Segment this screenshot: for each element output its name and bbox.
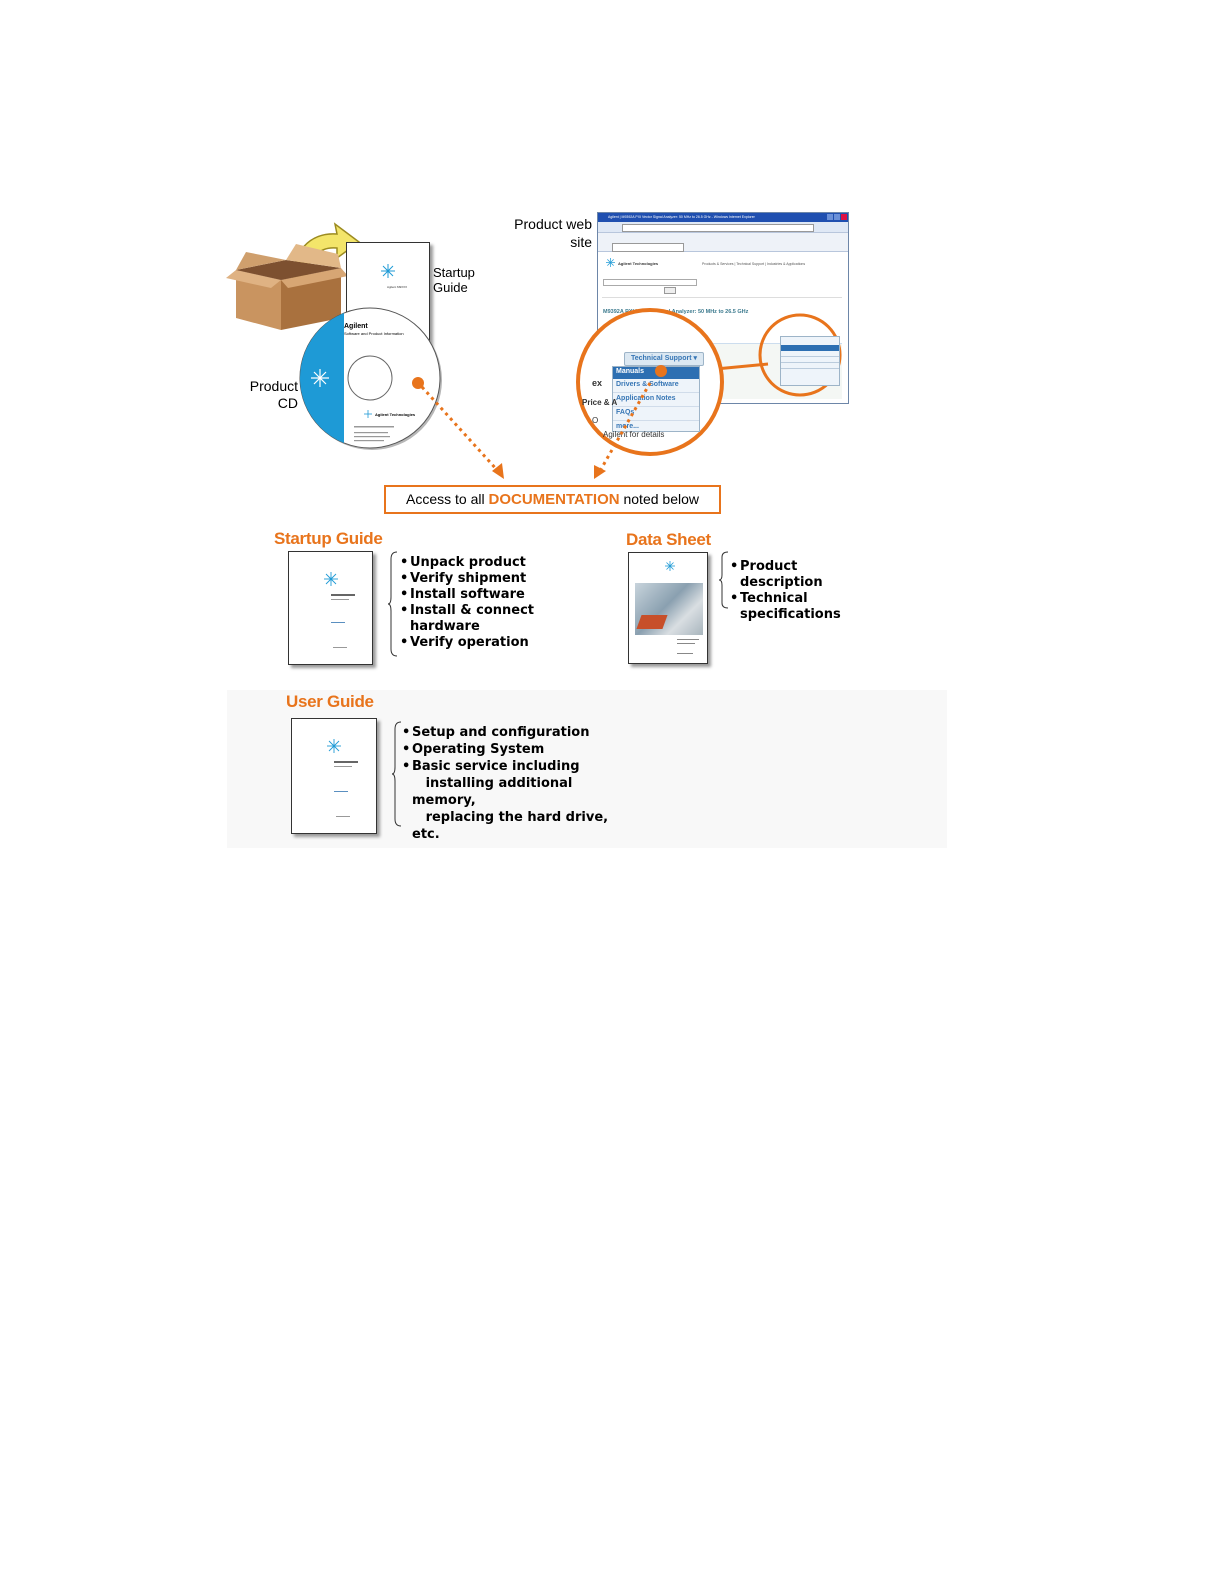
brace-icon xyxy=(388,551,398,657)
startup-guide-list: Unpack product Verify shipment Install s… xyxy=(400,555,540,651)
user-guide-doc xyxy=(291,718,377,834)
brace-icon xyxy=(392,721,402,827)
access-prefix: Access to all xyxy=(406,491,489,507)
browser-title: Agilent | M9392A PXI Vector Signal Analy… xyxy=(608,215,755,219)
startup-guide-doc xyxy=(288,551,373,665)
bullet: Operating System xyxy=(402,741,622,758)
site-go-button[interactable] xyxy=(664,287,676,294)
menu-item-app-notes[interactable]: Application Notes xyxy=(613,393,699,407)
cd-brand: Agilent xyxy=(344,323,368,330)
user-guide-title: User Guide xyxy=(286,692,374,711)
bullet: Verify operation xyxy=(400,635,540,651)
startup-guide-title: Startup Guide xyxy=(274,529,383,548)
brace-icon xyxy=(719,551,729,609)
access-box: Access to all DOCUMENTATION noted below xyxy=(384,485,721,514)
browser-tab[interactable] xyxy=(612,243,684,252)
browser-address-bar[interactable] xyxy=(598,222,848,233)
dotted-arrows xyxy=(412,377,652,479)
site-search[interactable] xyxy=(603,279,697,286)
contact-text: Agilent for details xyxy=(603,430,665,439)
side-label-ex: ex xyxy=(592,378,603,388)
site-product-title: M9392A PXI Vector Signal Analyzer: 50 MH… xyxy=(603,309,749,315)
user-guide-list: Setup and configuration Operating System… xyxy=(402,724,622,843)
bullet: Setup and configuration xyxy=(402,724,622,741)
side-label-price: Price & A xyxy=(582,398,618,407)
booklet-brand: Agilent M9XXX xyxy=(387,285,408,289)
access-highlight: DOCUMENTATION xyxy=(488,491,620,508)
data-sheet-doc xyxy=(628,552,708,664)
small-menu xyxy=(780,336,840,386)
site-nav[interactable]: Products & Services | Technical Support … xyxy=(702,262,806,266)
bullet: Verify shipment xyxy=(400,571,540,587)
product-cd: Agilent Software and Product Information… xyxy=(299,307,442,450)
menu-item-faqs[interactable]: FAQs xyxy=(613,407,699,421)
agilent-logo-icon xyxy=(606,258,615,267)
site-company: Agilent Technologies xyxy=(618,261,659,266)
agilent-logo-icon xyxy=(324,572,338,586)
tech-support-header[interactable]: Technical Support ▾ xyxy=(624,352,704,366)
data-sheet-title: Data Sheet xyxy=(626,530,711,549)
bullet: Product description xyxy=(730,559,880,591)
bullet: Install software xyxy=(400,587,540,603)
box-icon xyxy=(226,244,348,330)
bullet: Technical specifications xyxy=(730,591,880,623)
cd-company: Agilent Technologies xyxy=(375,412,416,417)
close-icon[interactable] xyxy=(841,214,847,220)
side-label-o: O xyxy=(592,416,599,425)
agilent-logo-icon xyxy=(665,561,675,571)
menu-item-more[interactable]: more... xyxy=(616,423,639,430)
cd-subtitle: Software and Product Information xyxy=(344,331,404,336)
agilent-logo-icon xyxy=(381,264,395,278)
maximize-icon[interactable] xyxy=(834,214,840,220)
bullet: Basic service including installing addit… xyxy=(402,758,622,843)
menu-item-drivers[interactable]: Drivers & Software xyxy=(613,379,699,393)
data-sheet-list: Product description Technical specificat… xyxy=(730,559,880,623)
menu-list: Manuals Drivers & Software Application N… xyxy=(612,366,700,432)
access-suffix: noted below xyxy=(619,491,699,507)
cursor-dot xyxy=(655,365,667,377)
minimize-icon[interactable] xyxy=(827,214,833,220)
product-cd-label: Product CD xyxy=(249,378,298,411)
browser-titlebar: Agilent | M9392A PXI Vector Signal Analy… xyxy=(598,213,848,222)
product-web-site-label: Product web site xyxy=(514,216,592,250)
agilent-logo-icon xyxy=(327,739,341,753)
bullet: Unpack product xyxy=(400,555,540,571)
startup-guide-label: Startup Guide xyxy=(433,265,475,295)
bullet: Install & connect hardware xyxy=(400,603,540,635)
